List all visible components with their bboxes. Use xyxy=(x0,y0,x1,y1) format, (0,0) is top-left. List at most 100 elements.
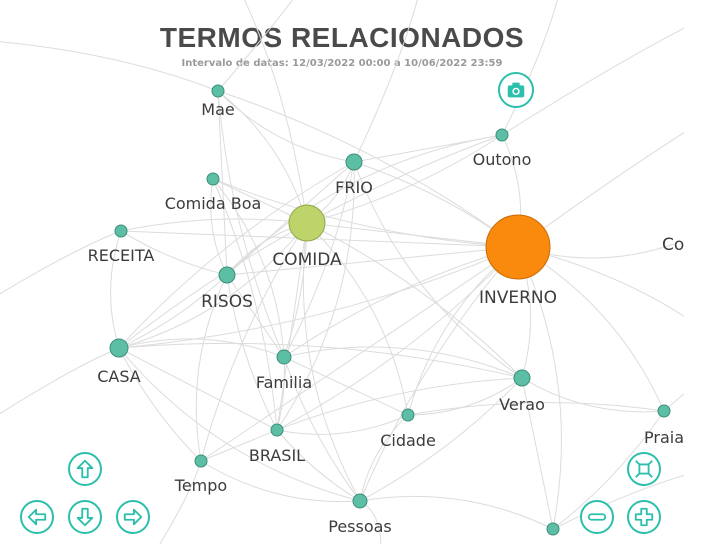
zoom-out-button[interactable] xyxy=(580,500,614,534)
edge xyxy=(283,246,519,358)
edge xyxy=(217,90,519,248)
fit-screen-button[interactable] xyxy=(627,452,661,486)
node-inverno-circle[interactable] xyxy=(485,214,551,280)
edge xyxy=(210,178,228,276)
edge xyxy=(501,27,684,136)
node-receita-circle[interactable] xyxy=(114,224,128,238)
node-verao[interactable]: Verao xyxy=(499,369,545,414)
pan-right-button[interactable] xyxy=(116,500,150,534)
edge xyxy=(0,347,120,415)
node-co[interactable]: Co xyxy=(662,235,684,255)
edge xyxy=(200,460,361,503)
node-label: COMIDA xyxy=(272,250,342,270)
node-comidaboa-circle[interactable] xyxy=(206,172,220,186)
node-comida-circle[interactable] xyxy=(288,204,326,242)
arrow-right-icon xyxy=(123,508,143,526)
edge xyxy=(359,377,523,502)
node-bottom[interactable] xyxy=(546,522,560,536)
pan-up-button[interactable] xyxy=(68,452,102,486)
edge xyxy=(521,377,665,413)
node-bottom-circle[interactable] xyxy=(546,522,560,536)
node-label: Familia xyxy=(256,373,312,392)
edge xyxy=(118,347,278,431)
edge xyxy=(118,338,285,358)
node-risos-circle[interactable] xyxy=(218,266,236,284)
node-brasil[interactable]: BRASIL xyxy=(249,423,305,465)
node-receita[interactable]: RECEITA xyxy=(88,224,155,265)
edge xyxy=(359,246,519,502)
edge xyxy=(120,230,228,276)
node-label: FRIO xyxy=(335,178,373,197)
edge xyxy=(217,0,294,92)
camera-icon xyxy=(507,82,525,98)
node-comida[interactable]: COMIDA xyxy=(272,204,342,270)
node-comidaboa[interactable]: Comida Boa xyxy=(165,172,262,213)
edge xyxy=(276,429,361,502)
node-risos[interactable]: RISOS xyxy=(201,266,253,312)
node-label: Outono xyxy=(473,150,532,169)
arrow-down-icon xyxy=(76,507,94,527)
edge xyxy=(195,274,228,462)
node-familia[interactable]: Familia xyxy=(256,349,312,392)
node-frio[interactable]: FRIO xyxy=(335,153,373,197)
edge xyxy=(276,414,409,435)
edge xyxy=(0,230,122,295)
edge xyxy=(212,178,285,358)
node-verao-circle[interactable] xyxy=(513,369,531,387)
edge xyxy=(407,402,665,416)
edge xyxy=(283,356,409,416)
node-brasil-circle[interactable] xyxy=(270,423,284,437)
edge xyxy=(200,222,308,462)
edge xyxy=(110,230,122,349)
edge xyxy=(217,90,355,163)
edge xyxy=(118,274,228,349)
pan-down-button[interactable] xyxy=(68,500,102,534)
edge xyxy=(120,218,308,232)
edge xyxy=(212,178,278,431)
edge xyxy=(306,134,503,224)
minus-icon xyxy=(587,513,607,521)
edge xyxy=(276,222,308,431)
edge xyxy=(226,274,285,358)
node-praia[interactable]: Praia xyxy=(644,404,684,447)
edge xyxy=(552,410,665,530)
node-label: Mae xyxy=(201,100,234,119)
node-casa-circle[interactable] xyxy=(109,338,129,358)
node-inverno[interactable]: INVERNO xyxy=(479,214,557,308)
node-cidade[interactable]: Cidade xyxy=(380,408,436,450)
pan-left-button[interactable] xyxy=(20,500,54,534)
node-label: CASA xyxy=(97,367,141,386)
node-pessoas-circle[interactable] xyxy=(352,493,368,509)
node-tempo[interactable]: Tempo xyxy=(174,454,227,495)
node-outono[interactable]: Outono xyxy=(473,128,532,169)
edge xyxy=(552,474,684,530)
node-familia-circle[interactable] xyxy=(276,349,292,365)
node-praia-circle[interactable] xyxy=(657,404,671,418)
node-cidade-circle[interactable] xyxy=(401,408,415,422)
node-frio-circle[interactable] xyxy=(345,153,363,171)
edge xyxy=(244,0,308,224)
node-mae[interactable]: Mae xyxy=(201,84,235,119)
edge xyxy=(212,178,519,248)
edge xyxy=(407,377,523,416)
edge xyxy=(226,134,503,276)
node-mae-circle[interactable] xyxy=(211,84,225,98)
edge xyxy=(118,342,523,379)
node-label: INVERNO xyxy=(479,288,557,308)
node-outono-circle[interactable] xyxy=(495,128,509,142)
edge xyxy=(353,161,523,379)
edge xyxy=(283,346,523,379)
screenshot-button[interactable] xyxy=(498,72,534,108)
date-range-subtitle: Intervalo de datas: 12/03/2022 00:00 a 1… xyxy=(181,58,503,69)
zoom-in-button[interactable] xyxy=(627,500,661,534)
edge xyxy=(200,429,278,462)
node-pessoas[interactable]: Pessoas xyxy=(328,493,392,536)
edge xyxy=(118,161,355,349)
edge xyxy=(118,222,308,349)
edge xyxy=(517,246,562,530)
node-casa[interactable]: CASA xyxy=(97,338,141,386)
edge xyxy=(306,222,409,416)
node-tempo-circle[interactable] xyxy=(194,454,208,468)
